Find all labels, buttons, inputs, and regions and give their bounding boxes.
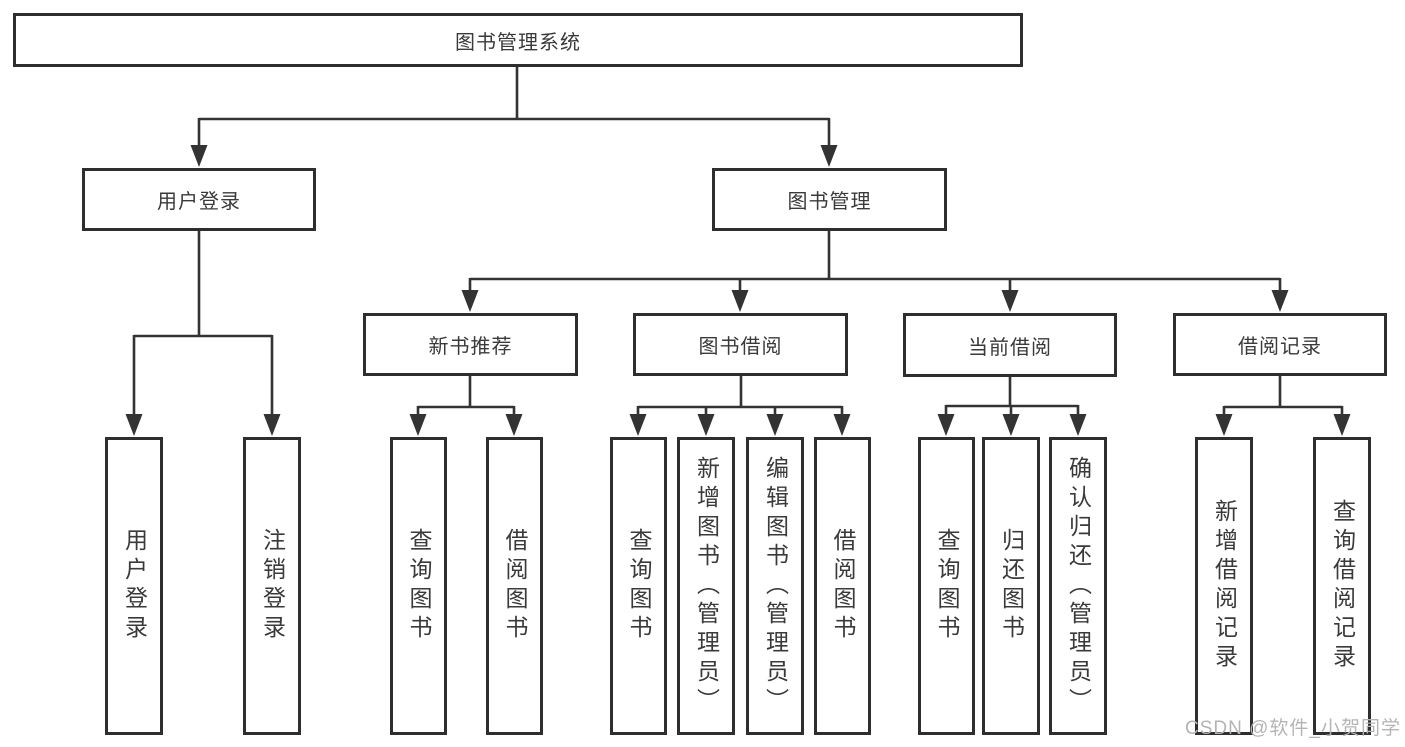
node-label: 借阅记录 — [1238, 336, 1322, 358]
node-new-book-recommendation: 新书推荐 — [363, 313, 578, 376]
leaf-user-login: 用户登录 — [105, 437, 163, 735]
node-label: 图书管理系统 — [455, 31, 581, 54]
leaf-return-books: 归还图书 — [982, 437, 1040, 735]
node-label: 确认归还（管理员） — [1065, 455, 1092, 717]
watermark: CSDN @软件_小贺同学 — [1185, 718, 1401, 739]
node-label: 新书推荐 — [428, 336, 513, 358]
node-label: 用户登录 — [157, 191, 241, 213]
node-label: 查询图书 — [934, 528, 960, 644]
leaf-query-books-current: 查询图书 — [918, 437, 975, 735]
leaf-edit-books-admin: 编辑图书（管理员） — [746, 437, 804, 735]
leaf-query-books-borrowing: 查询图书 — [610, 437, 667, 735]
node-borrowing-records: 借阅记录 — [1173, 313, 1387, 376]
node-label: 注销登录 — [259, 528, 286, 644]
node-label: 归还图书 — [998, 528, 1025, 644]
node-current-borrowing: 当前借阅 — [903, 313, 1117, 377]
leaf-borrow-books-borrowing: 借阅图书 — [814, 437, 871, 735]
node-label: 借阅图书 — [830, 528, 856, 644]
node-label: 新增图书（管理员） — [693, 455, 720, 717]
node-label: 新增借阅记录 — [1211, 499, 1238, 673]
leaf-borrow-books-recommend: 借阅图书 — [486, 437, 543, 735]
leaf-logout: 注销登录 — [243, 437, 301, 735]
leaf-query-books-recommend: 查询图书 — [390, 437, 447, 735]
leaf-add-books-admin: 新增图书（管理员） — [677, 437, 735, 735]
node-label: 当前借阅 — [968, 336, 1052, 359]
node-label: 查询图书 — [626, 528, 652, 644]
leaf-query-borrow-record: 查询借阅记录 — [1313, 437, 1371, 735]
node-book-borrowing: 图书借阅 — [633, 313, 848, 376]
node-label: 用户登录 — [121, 528, 148, 644]
node-user-login: 用户登录 — [82, 168, 316, 231]
node-label: 借阅图书 — [502, 528, 528, 644]
leaf-add-borrow-record: 新增借阅记录 — [1195, 437, 1253, 735]
node-label: 编辑图书（管理员） — [762, 455, 789, 717]
node-label: 图书借阅 — [698, 336, 783, 358]
node-library-management-system: 图书管理系统 — [13, 13, 1023, 67]
node-label: 查询借阅记录 — [1329, 499, 1356, 673]
node-label: 图书管理 — [787, 191, 872, 213]
node-book-management: 图书管理 — [712, 168, 947, 231]
leaf-confirm-return-admin: 确认归还（管理员） — [1049, 437, 1107, 735]
node-label: 查询图书 — [406, 528, 432, 644]
